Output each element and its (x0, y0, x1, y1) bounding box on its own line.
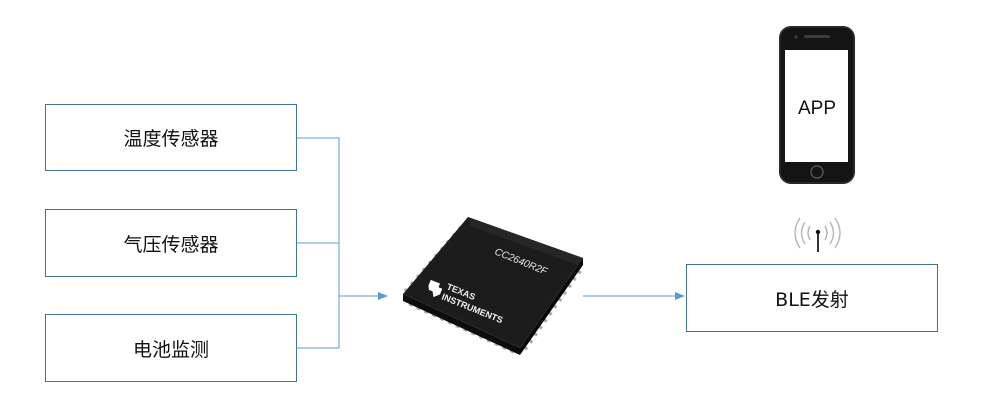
chip-side-front (403, 294, 520, 355)
chip-side-right (520, 258, 583, 355)
phone-home-button (810, 165, 824, 179)
pressure-sensor-label: 气压传感器 (123, 233, 219, 256)
battery-monitor-box: 电池监测 (45, 314, 297, 382)
ti-logo-icon (428, 279, 443, 298)
temperature-sensor-label: 温度传感器 (123, 128, 219, 150)
ble-transmit-box: BLE发射 (686, 264, 938, 332)
phone-speaker (804, 35, 830, 38)
phone-app-label: APP (798, 98, 836, 119)
phone-camera-icon (794, 35, 798, 39)
temperature-sensor-box: 温度传感器 (45, 104, 297, 171)
battery-monitor-label: 电池监测 (132, 338, 209, 361)
ble-transmit-label: BLE发射 (775, 288, 849, 311)
pressure-sensor-box: 气压传感器 (45, 209, 297, 277)
phone-screen (785, 50, 848, 162)
connector-battery (297, 296, 340, 349)
